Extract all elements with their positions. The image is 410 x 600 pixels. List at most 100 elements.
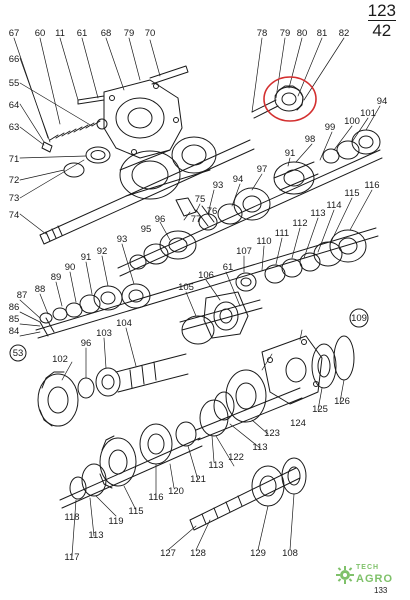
gear-102 <box>37 373 79 427</box>
callout: 111 <box>275 228 289 239</box>
callout: 72 <box>9 175 20 186</box>
callout: 104 <box>116 318 132 329</box>
callout: 93 <box>117 234 128 245</box>
housing-124 <box>261 335 323 405</box>
callout: 101 <box>360 108 376 119</box>
footer-page-number: 133 <box>374 586 388 595</box>
callout: 96 <box>81 338 92 349</box>
callout: 106 <box>198 270 214 281</box>
callout: 98 <box>305 134 316 145</box>
shaft-127 <box>189 467 301 531</box>
callout: 88 <box>35 284 46 295</box>
page-subnumber: 42 <box>372 21 392 40</box>
callout: 109 <box>351 313 367 324</box>
callout: 91 <box>81 252 92 263</box>
callout: 82 <box>339 28 350 39</box>
gear-93 <box>121 283 151 309</box>
callout: 96 <box>155 214 166 225</box>
callout: 97 <box>257 164 268 175</box>
callout: 66 <box>9 54 20 65</box>
gear-91 <box>93 285 123 311</box>
callout: 90 <box>65 262 76 273</box>
leader-lines <box>13 37 381 557</box>
top-assembly <box>39 65 383 277</box>
gear-97 <box>233 187 271 221</box>
bearing-108 <box>281 457 307 495</box>
callout: 80 <box>297 28 308 39</box>
callout: 113 <box>252 442 267 453</box>
callout: 126 <box>334 396 350 407</box>
callout: 115 <box>128 506 143 517</box>
shaft-74 <box>39 139 255 245</box>
ring-126 <box>333 335 355 381</box>
callout: 114 <box>326 200 341 211</box>
callout: 107 <box>236 246 252 257</box>
callout: 125 <box>312 404 328 415</box>
clutch-drum <box>119 150 181 200</box>
bearing-125 <box>311 343 337 389</box>
callout: 102 <box>52 354 68 365</box>
callout: 81 <box>317 28 328 39</box>
bearing-103 <box>95 367 121 397</box>
callout: 105 <box>178 282 194 293</box>
callout: 11 <box>55 28 65 39</box>
callout: 94 <box>377 96 388 107</box>
flange-106 <box>203 291 249 339</box>
callout: 68 <box>101 28 112 39</box>
callout: 123 <box>264 428 280 439</box>
callout: 75 <box>195 194 206 205</box>
callout: 85 <box>9 314 20 325</box>
callout: 55 <box>9 78 20 89</box>
callout: 119 <box>108 516 123 527</box>
gear-116 <box>329 229 367 263</box>
callout: 116 <box>364 180 379 191</box>
watermark-line1: TECH <box>356 564 380 571</box>
callout: 115 <box>344 188 359 199</box>
gear-115-lower <box>99 437 137 487</box>
bearing-121 <box>175 421 197 447</box>
middle-assembly <box>35 227 379 345</box>
callout: 129 <box>250 548 266 559</box>
callout: 122 <box>228 452 244 463</box>
callout: 70 <box>145 28 156 39</box>
callout: 74 <box>9 210 20 221</box>
callout: 53 <box>13 348 24 359</box>
gear-95 <box>159 230 197 260</box>
page-number-block: 123 42 <box>367 1 396 40</box>
gear-94-top <box>351 129 381 155</box>
callout: 78 <box>257 28 268 39</box>
highlight-circle <box>263 76 317 122</box>
callout: 87 <box>17 290 28 301</box>
callout: 124 <box>290 418 306 429</box>
callout: 95 <box>141 224 152 235</box>
callout: 93 <box>213 180 224 191</box>
callout: 63 <box>9 122 20 133</box>
callout: 128 <box>190 548 206 559</box>
gear-129 <box>251 465 285 507</box>
callout: 79 <box>124 28 135 39</box>
callout: 61 <box>223 262 234 273</box>
gear-113-lower <box>199 399 229 437</box>
callout: 108 <box>282 548 298 559</box>
callout: 76 <box>207 206 218 217</box>
page-number: 123 <box>367 1 396 20</box>
lower-middle-assembly <box>37 335 355 447</box>
callout: 86 <box>9 302 20 313</box>
ref-circle-53 <box>9 344 27 362</box>
washer-96 <box>77 377 95 399</box>
gear-logo-icon <box>336 566 354 584</box>
washer-71 <box>85 146 111 164</box>
callout: 121 <box>190 474 206 485</box>
callout: 92 <box>97 246 108 257</box>
spring-66 <box>49 120 101 141</box>
ref-circle-109 <box>349 308 369 328</box>
callout: 64 <box>9 100 20 111</box>
countershaft <box>35 227 379 339</box>
callout: 103 <box>96 328 112 339</box>
callout: 110 <box>256 236 271 247</box>
callout: 73 <box>9 193 20 204</box>
callout: 113 <box>310 208 325 219</box>
callout: 84 <box>9 326 20 337</box>
callout: 79 <box>280 28 291 39</box>
gear-123 <box>225 369 267 423</box>
